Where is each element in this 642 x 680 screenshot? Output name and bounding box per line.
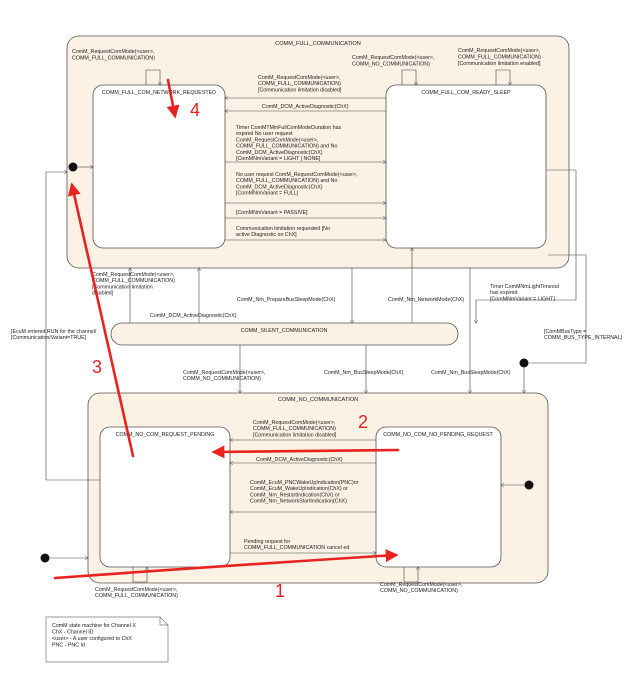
label-silent-dcm: ComM_DCM_ActiveDiagnostic(ChX) [150,313,237,319]
label-bus-sleep-1: ComM_Nm_BusSleepMode(ChX) [324,370,404,376]
state-silent-communication [110,322,459,346]
label-rs-to-nr-2: ComM_DCM_ActiveDiagnostic(ChX) [262,104,349,110]
label-ecum-run: [EcuM entered RUN for the channel/ [Comm… [11,329,98,341]
state-full-com-network-requested [92,84,226,249]
red-arrow-2 [211,445,400,459]
label-bus-sleep-2: ComM_Nm_BusSleepMode(ChX) [431,370,511,376]
label-pending-self: ComM_RequestComMode(<user>, COMM_FULL_CO… [95,587,179,599]
label-nr-to-rs-4: Communication limitation requested [No a… [236,226,331,238]
legend-note-text: ComM state machine for Channel X ChX - C… [52,623,137,649]
initial-node-root [40,553,50,563]
label-rs-to-nr-1: ComM_RequestComMode(<user>, COMM_FULL_CO… [258,75,342,93]
label-pending-to-no-pending: Pending request for COMM_FULL_COMMUNICAT… [244,539,349,551]
state-no-com-no-pending-request-title: COMM_NO_COM_NO_PENDING_REQUEST [383,432,493,438]
label-full-self-right: ComM_RequestComMode(<user>, COMM_FULL_CO… [458,48,542,67]
annotation-number-3: 3 [92,357,102,377]
initial-node-no-pending [524,480,534,490]
junction-node-right [519,358,529,368]
label-no-pending-to-pending-3: ComM_EcuM_PNCWakeUpIndication(PNC)or Com… [250,480,360,505]
transition-lines [45,69,587,583]
red-arrow-3 [67,182,135,458]
state-full-com-ready-sleep-title: COMM_FULL_COM_READY_SLEEP [421,90,511,96]
label-full-self-left: ComM_RequestComMode(<user>, COMM_FULL_CO… [72,49,156,62]
state-no-com-request-pending [99,426,231,568]
state-full-com-network-requested-title: COMM_FULL_COM_NETWORK_REQUESTED [102,90,216,96]
annotation-number-1: 1 [275,581,285,601]
red-arrow-4 [166,78,180,119]
annotation-number-4: 4 [190,100,200,120]
label-nr-to-rs-2: No user request ComM_RequestComMode(<use… [236,172,359,197]
label-full-self-mid: ComM_RequestComMode(<user>, COMM_NO_COMM… [352,55,436,68]
red-annotations [53,78,400,580]
label-silent-to-full-left: ComM_RequestComMode(<user>, COMM_FULL_CO… [92,272,176,297]
initial-node-full [68,162,78,172]
label-network-mode: ComM_Nm_NetworkMode(ChX) [388,297,464,303]
label-timer-light: Timer ComMNmLightTimeout has expired [Co… [490,284,561,302]
state-no-communication-title: COMM_NO_COMMUNICATION [278,397,358,403]
label-no-pending-self: ComM_RequestComMode(<user>, COMM_NO_COMM… [380,582,464,594]
state-full-communication-title: COMM_FULL_COMMUNICATION [275,41,361,47]
state-silent-communication-title: COMM_SILENT_COMMUNICATION [241,328,328,334]
label-no-pending-to-pending-2: ComM_DCM_ActiveDiagnostic(ChX) [256,457,343,463]
label-nr-to-rs-3: [ComMNmVariant = PASSIVE] [236,210,308,216]
label-prepare-bus-sleep: ComM_Nm_PrepareBusSleepMode(ChX) [237,297,336,303]
label-silent-to-no-req: ComM_RequestComMode(<user>, COMM_NO_COMM… [183,370,267,382]
state-no-com-request-pending-title: COMM_NO_COM_REQUEST_PENDING [116,432,215,438]
legend-note [45,616,169,663]
label-no-pending-to-pending-1: ComM_RequestComMode(<user>, COMM_FULL_CO… [253,420,337,438]
red-arrow-1 [53,549,399,580]
label-nr-to-rs-1: Timer ComMTMinFullComModeDuration has ex… [236,125,343,162]
annotation-number-2: 2 [358,412,368,432]
state-no-com-no-pending-request [375,426,502,568]
label-bus-type-internal: [ComMBusType = COMM_BUS_TYPE_INTERNAL] [544,329,623,341]
state-full-com-ready-sleep [385,84,547,249]
